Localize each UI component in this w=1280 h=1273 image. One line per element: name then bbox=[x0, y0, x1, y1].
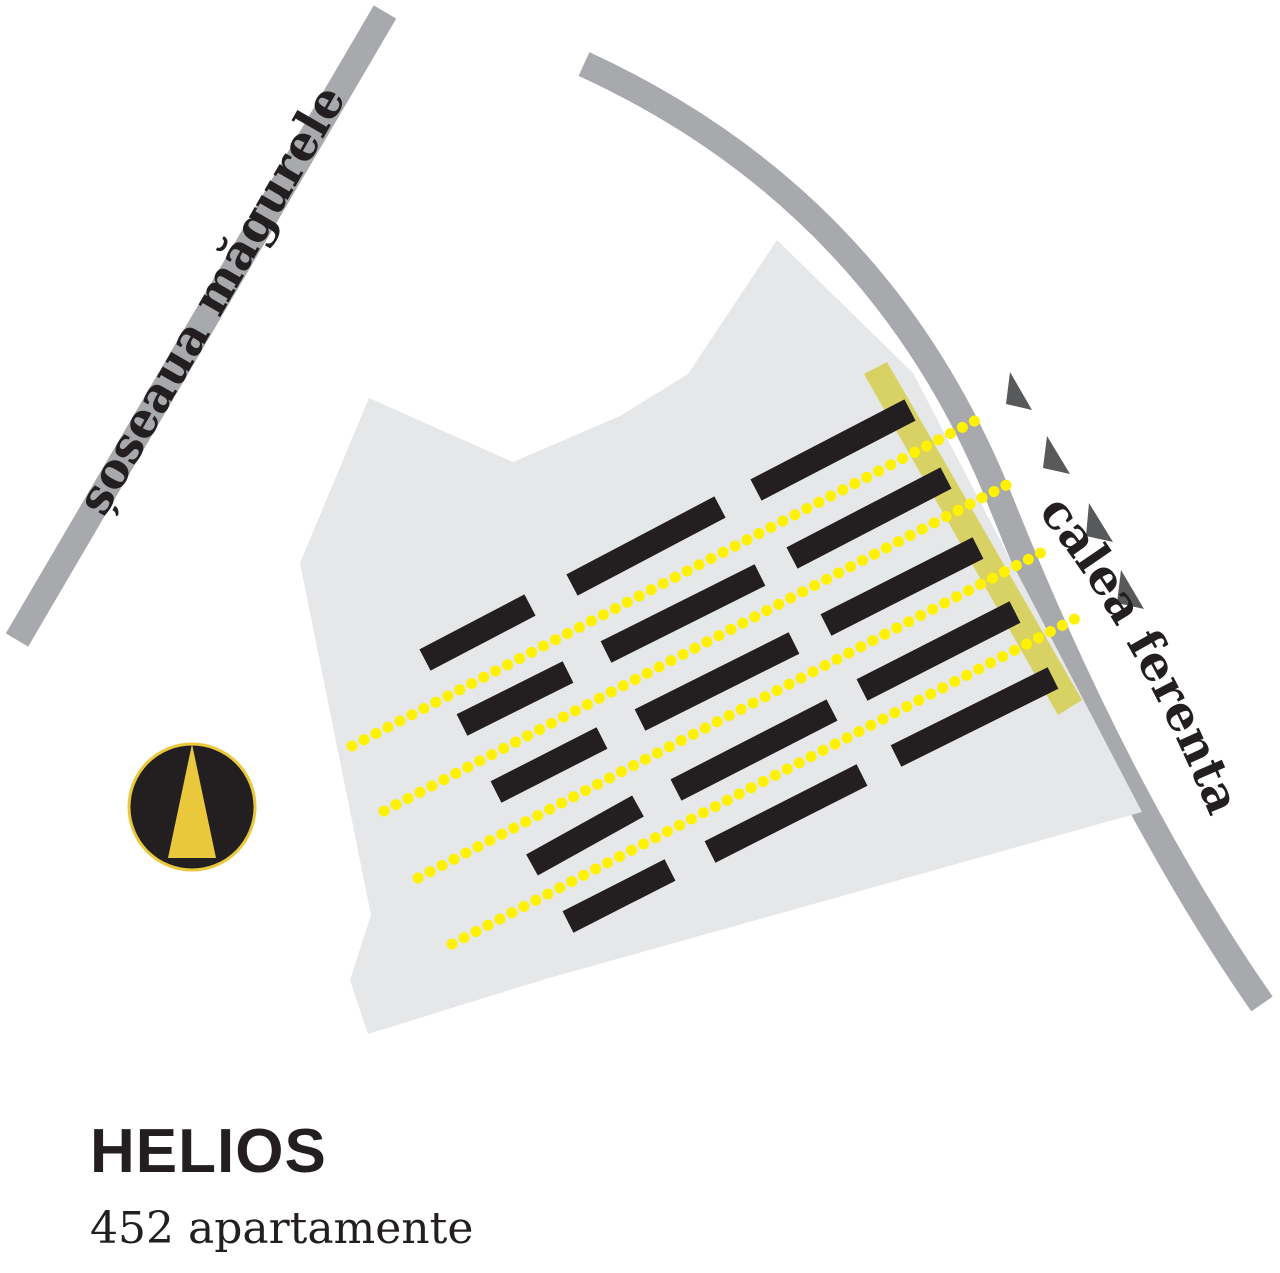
building-block bbox=[634, 632, 800, 731]
entrance-markers-group bbox=[1006, 372, 1144, 609]
entrance-marker-icon bbox=[1086, 503, 1113, 542]
building-block bbox=[600, 564, 766, 663]
road-soseaua-magurele bbox=[5, 5, 397, 647]
entrance-marker-icon bbox=[1043, 436, 1070, 474]
dotted-axis bbox=[412, 542, 1056, 884]
entrance-marker-icon bbox=[1117, 570, 1144, 609]
building-block bbox=[890, 667, 1059, 767]
entrance-marker-icon bbox=[1006, 372, 1032, 410]
north-arrow-icon bbox=[127, 742, 257, 872]
building-block bbox=[670, 699, 838, 801]
project-title: HELIOS bbox=[90, 1117, 327, 1186]
road-label-soseaua-magurele: șoseaua măgurele bbox=[66, 76, 357, 524]
dotted-axis bbox=[378, 474, 1022, 817]
building-block bbox=[704, 764, 868, 863]
building-block bbox=[562, 859, 676, 933]
building-block bbox=[419, 594, 536, 671]
building-block bbox=[566, 496, 726, 596]
dotted-axes-group bbox=[346, 409, 1092, 950]
building-block bbox=[526, 795, 644, 876]
building-block bbox=[750, 399, 916, 501]
building-block bbox=[856, 601, 1021, 701]
building-block bbox=[786, 467, 952, 569]
building-block bbox=[820, 537, 984, 636]
project-units: 452 apartamente bbox=[90, 1203, 474, 1254]
dotted-axis bbox=[346, 409, 992, 752]
road-calea-ferentari bbox=[578, 52, 1273, 1012]
buildings-group bbox=[419, 399, 1059, 933]
building-block bbox=[456, 661, 574, 736]
dotted-axis bbox=[446, 607, 1092, 950]
building-block bbox=[490, 727, 608, 803]
